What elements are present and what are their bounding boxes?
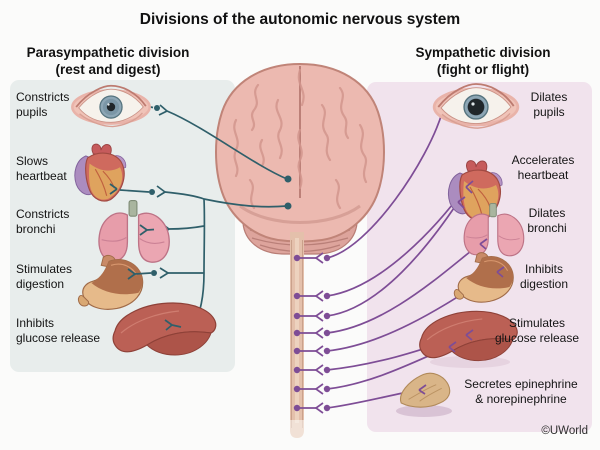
- label-stimulates-digestion: Stimulates digestion: [16, 262, 73, 291]
- label-inhibits-digestion: Inhibits digestion: [519, 262, 569, 291]
- cord-node-2: [293, 292, 301, 300]
- cord-node-6: [293, 366, 301, 374]
- terminal-heart-right-1: [465, 180, 474, 194]
- terminal-lungs-right: [479, 238, 488, 250]
- chain-ganglion-4: [323, 329, 331, 337]
- chain-ganglion-7: [323, 385, 331, 393]
- sympathetic-heading-line1: Sympathetic division: [415, 45, 551, 60]
- nerve-to-lungs-left: [168, 225, 205, 230]
- label-slows-heartbeat: Slows heartbeat: [16, 154, 67, 183]
- sympathetic-ganglia: [293, 254, 331, 412]
- synapse-fork-7: [314, 383, 324, 395]
- terminal-lungs-left: [139, 224, 155, 236]
- synapse-fork-2: [314, 290, 324, 302]
- terminal-adrenal: [418, 384, 427, 395]
- parasympathetic-terminals: [109, 183, 182, 331]
- sympathetic-heading-line2: (fight or flight): [436, 62, 530, 77]
- label-accelerates-heartbeat: Accelerates heartbeat: [511, 153, 575, 182]
- cord-node-7: [293, 385, 301, 393]
- terminal-heart-right-2: [457, 196, 466, 209]
- cord-node-1: [293, 254, 301, 262]
- nerve-to-eye-right: [326, 112, 443, 259]
- cord-node-8: [293, 404, 301, 412]
- synapse-fork-4: [314, 327, 324, 339]
- synapse-fork-5: [314, 345, 324, 357]
- synapse-fork-eye-left: [158, 104, 169, 116]
- parasympathetic-heading-line1: Parasympathetic division: [26, 45, 190, 60]
- terminal-liver-left: [164, 319, 182, 331]
- synapse-fork-3: [314, 310, 324, 322]
- terminal-heart-left: [109, 183, 150, 195]
- ganglion-stomach-left: [151, 270, 157, 276]
- nerve-to-heart-right-2: [326, 201, 459, 317]
- label-dilates-pupils: Dilates pupils: [530, 90, 568, 119]
- synapse-fork-6: [314, 364, 324, 376]
- spinal-cord-fade: [286, 420, 308, 444]
- pupil-dilated: [467, 98, 485, 116]
- adrenal-gland-organ: [399, 372, 451, 408]
- spinal-cord-edges: [291, 240, 303, 428]
- cord-node-3: [293, 312, 301, 320]
- label-inhibits-glucose: Inhibits glucose release: [16, 316, 101, 345]
- ganglion-heart-left: [149, 189, 155, 195]
- label-stimulates-glucose: Stimulates glucose release: [494, 316, 580, 345]
- terminal-liver-right-1: [465, 329, 474, 341]
- synapse-fork-heart-left: [156, 185, 167, 198]
- sympathetic-heading: Sympathetic division (fight or flight): [380, 44, 586, 78]
- sympathetic-terminals: [418, 180, 505, 395]
- chain-ganglion-8: [323, 404, 331, 412]
- label-constricts-bronchi: Constricts bronchi: [16, 207, 70, 236]
- cord-node-4: [293, 329, 301, 337]
- label-constricts-pupils: Constricts pupils: [16, 90, 70, 119]
- pupil-highlight-left: [107, 103, 110, 106]
- chain-ganglion-2: [323, 292, 331, 300]
- page-title: Divisions of the autonomic nervous syste…: [139, 11, 461, 28]
- terminal-stomach-left: [127, 268, 152, 280]
- cord-node-5: [293, 347, 301, 355]
- chain-ganglion-5: [323, 347, 331, 355]
- parasympathetic-heading-line2: (rest and digest): [55, 62, 161, 77]
- chain-ganglion-1: [323, 254, 331, 262]
- liver-organ-left: [112, 302, 217, 356]
- brainstem-node-lower: [284, 202, 292, 210]
- label-secretes-epinephrine: Secretes epinephrine & norepinephrine: [464, 377, 578, 406]
- brain-illustration: [215, 62, 385, 444]
- terminal-stomach-right: [496, 266, 505, 278]
- nerve-to-eye-left: [166, 110, 288, 180]
- preganglionic-stubs: [297, 257, 316, 409]
- copyright: ©UWorld: [541, 425, 588, 437]
- label-dilates-bronchi: Dilates bronchi: [527, 206, 567, 235]
- parasympathetic-heading: Parasympathetic division (rest and diges…: [8, 44, 208, 78]
- synapse-fork-stomach-left: [159, 267, 170, 279]
- pupil-highlight-right: [471, 102, 475, 106]
- adrenal-shadow: [396, 405, 452, 417]
- brainstem-node-upper: [284, 175, 292, 183]
- synapse-fork-1: [314, 252, 324, 264]
- ganglion-eye-left: [154, 105, 160, 111]
- nerve-to-lungs-right: [326, 243, 481, 334]
- chain-ganglion-3: [323, 312, 331, 320]
- brain-lower-shading: [239, 204, 361, 224]
- synapse-fork-8: [314, 402, 324, 414]
- chain-ganglion-6: [323, 366, 331, 374]
- terminal-liver-right-2: [448, 341, 457, 353]
